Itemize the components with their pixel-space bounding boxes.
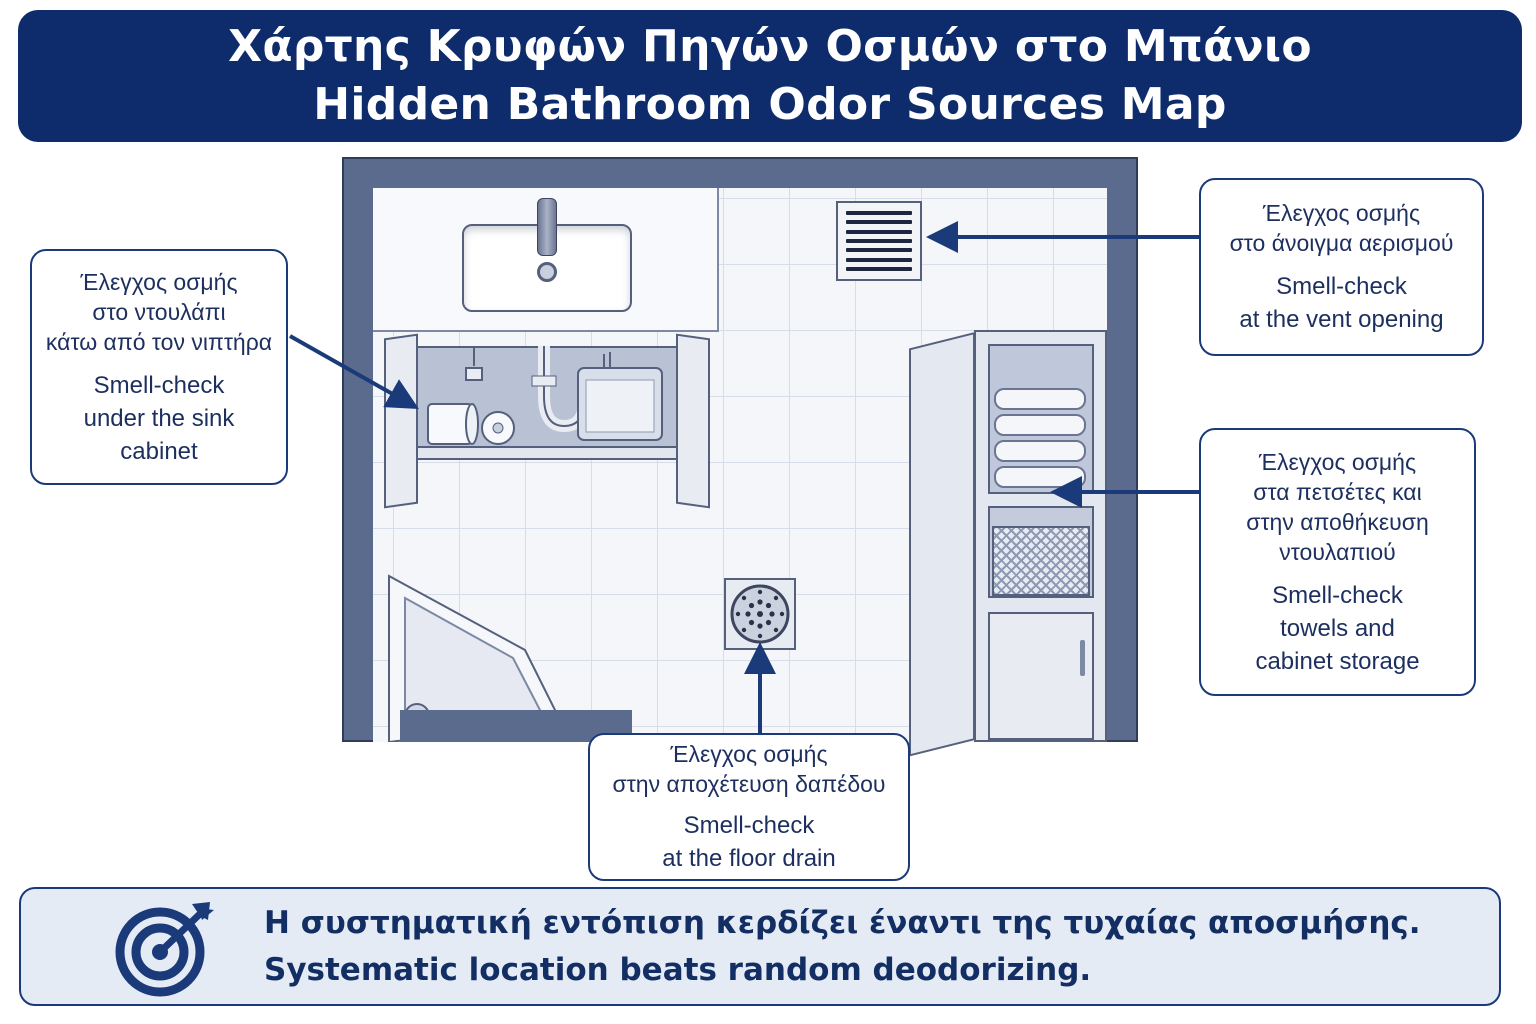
under-sink-plumbing xyxy=(465,346,663,441)
callout-greek-line: στην αποχέτευση δαπέδου xyxy=(612,771,886,797)
callout-vent: Έλεγχος οσμής στο άνοιγμα αερισμού Smell… xyxy=(1199,178,1484,356)
callout-english-line: at the floor drain xyxy=(662,845,836,872)
callout-greek-line: στην αποθήκευση xyxy=(1246,508,1429,535)
vent-slat xyxy=(846,266,912,271)
footer-banner xyxy=(19,887,1501,1006)
floor-drain-grate-icon xyxy=(730,584,790,644)
callout-english-line: Smell-check xyxy=(1272,581,1403,609)
folded-towel xyxy=(994,440,1086,462)
callout-english-line: at the vent opening xyxy=(1239,306,1444,333)
folded-towel xyxy=(994,466,1086,488)
vent-slat xyxy=(846,238,912,243)
toilet-paper-rolls xyxy=(427,403,515,445)
callout-english-line: cabinet storage xyxy=(1255,647,1420,675)
callout-english-line: under the sink xyxy=(83,404,235,432)
vent-slat xyxy=(846,220,912,225)
tall-cabinet-door xyxy=(909,332,975,757)
target-icon xyxy=(115,902,214,997)
callout-greek-line: Έλεγχος οσμής xyxy=(670,741,828,767)
callout-sink-cabinet: Έλεγχος οσμής στο ντουλάπι κάτω από τον … xyxy=(30,249,288,485)
faucet xyxy=(537,198,557,256)
sink-cabinet-left-door xyxy=(384,333,418,509)
callout-greek-line: Έλεγχος οσμής xyxy=(80,268,238,295)
folded-towel xyxy=(994,414,1086,436)
toilet xyxy=(388,574,563,742)
title-banner: Χάρτης Κρυφών Πηγών Οσμών στο Μπάνιο Hid… xyxy=(18,10,1522,142)
lower-cabinet-door xyxy=(988,612,1094,740)
callout-greek-line: στα πετσέτες και xyxy=(1253,478,1422,505)
vent-slat xyxy=(846,257,912,262)
vent-slat xyxy=(846,229,912,234)
footer-greek: Η συστηματική εντόπιση κερδίζει έναντι τ… xyxy=(264,905,1421,941)
callout-english-line: Smell-check xyxy=(93,371,225,399)
title-english: Hidden Bathroom Odor Sources Map xyxy=(313,79,1227,130)
callout-floor-drain: Έλεγχος οσμής στην αποχέτευση δαπέδου Sm… xyxy=(588,733,910,881)
callout-english-line: Smell-check xyxy=(1276,273,1407,300)
callout-towels: Έλεγχος οσμής στα πετσέτες και στην αποθ… xyxy=(1199,428,1476,696)
title-greek: Χάρτης Κρυφών Πηγών Οσμών στο Μπάνιο xyxy=(228,21,1312,72)
floor-drain xyxy=(724,578,796,650)
sink-drain xyxy=(537,262,557,282)
callout-english-line: towels and xyxy=(1280,614,1395,642)
callout-greek-line: Έλεγχος οσμής xyxy=(1258,448,1417,475)
ventilation-grille xyxy=(836,201,922,281)
callout-greek-line: ντουλαπιού xyxy=(1279,538,1396,565)
footer-english: Systematic location beats random deodori… xyxy=(264,952,1092,988)
callout-greek-line: Έλεγχος οσμής xyxy=(1262,200,1421,226)
callout-english-line: cabinet xyxy=(120,437,198,465)
laundry-basket xyxy=(992,526,1090,596)
vent-slat xyxy=(846,248,912,253)
callout-english-line: Smell-check xyxy=(683,812,815,839)
cabinet-handle xyxy=(1080,640,1085,676)
callout-greek-line: στο ντουλάπι xyxy=(92,298,226,325)
folded-towel xyxy=(994,388,1086,410)
sink-cabinet-right-door xyxy=(676,333,710,509)
vent-slat xyxy=(846,211,912,215)
callout-greek-line: κάτω από τον νιπτήρα xyxy=(45,328,273,355)
callout-greek-line: στο άνοιγμα αερισμού xyxy=(1229,230,1454,256)
footer-message: Η συστηματική εντόπιση κερδίζει έναντι τ… xyxy=(264,900,1421,994)
